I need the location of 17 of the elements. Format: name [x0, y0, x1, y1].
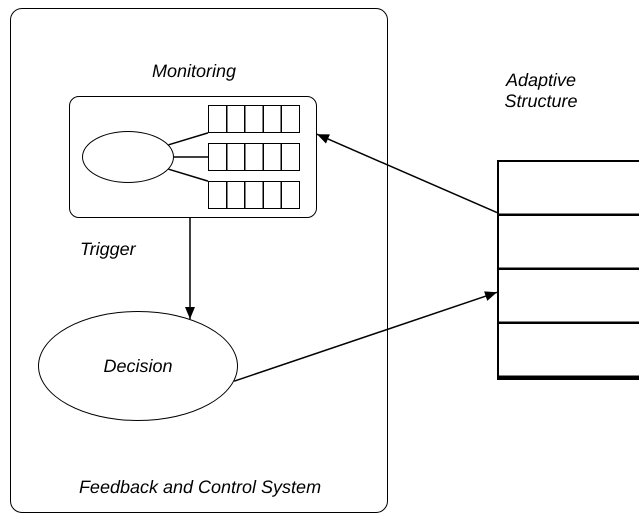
stack-heading: Adaptive Structure	[503, 70, 579, 112]
frame-title: Feedback and Control System	[78, 477, 322, 498]
connector-line	[168, 168, 208, 182]
connector-line	[168, 132, 208, 146]
queue-bar	[208, 143, 300, 171]
connector-line	[174, 156, 208, 158]
edge-label: Trigger	[80, 239, 136, 260]
ellipse-shape	[82, 131, 174, 183]
arrow	[316, 134, 498, 214]
queue-bar	[208, 181, 300, 209]
system-frame	[10, 8, 388, 513]
decision-ellipse	[38, 311, 238, 421]
arrow	[234, 291, 498, 382]
ellipse-label: Decision	[102, 356, 174, 377]
arrow	[185, 218, 195, 319]
box-heading: Monitoring	[150, 61, 238, 82]
queue-bar	[208, 105, 300, 133]
